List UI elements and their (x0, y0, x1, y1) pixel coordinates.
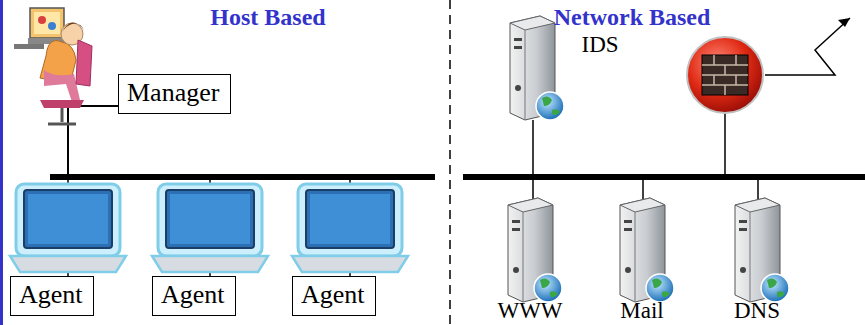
firewall (687, 18, 850, 113)
agent-box: Agent (152, 276, 236, 316)
server-label: Mail (620, 298, 663, 323)
box-text: Agent (19, 279, 85, 310)
section-title: Network Based (554, 4, 711, 30)
manager-person (14, 8, 92, 124)
agent-box: Agent (292, 276, 376, 316)
box-text: Manager (127, 77, 222, 108)
device-label: IDS (581, 32, 618, 57)
section-title: Host Based (210, 4, 325, 30)
box-text: Agent (161, 279, 227, 310)
manager-box: Manager (118, 74, 231, 114)
server-label: WWW (497, 298, 562, 323)
server-label: DNS (734, 298, 780, 323)
agent-box: Agent (10, 276, 94, 316)
box-text: Agent (301, 279, 367, 310)
